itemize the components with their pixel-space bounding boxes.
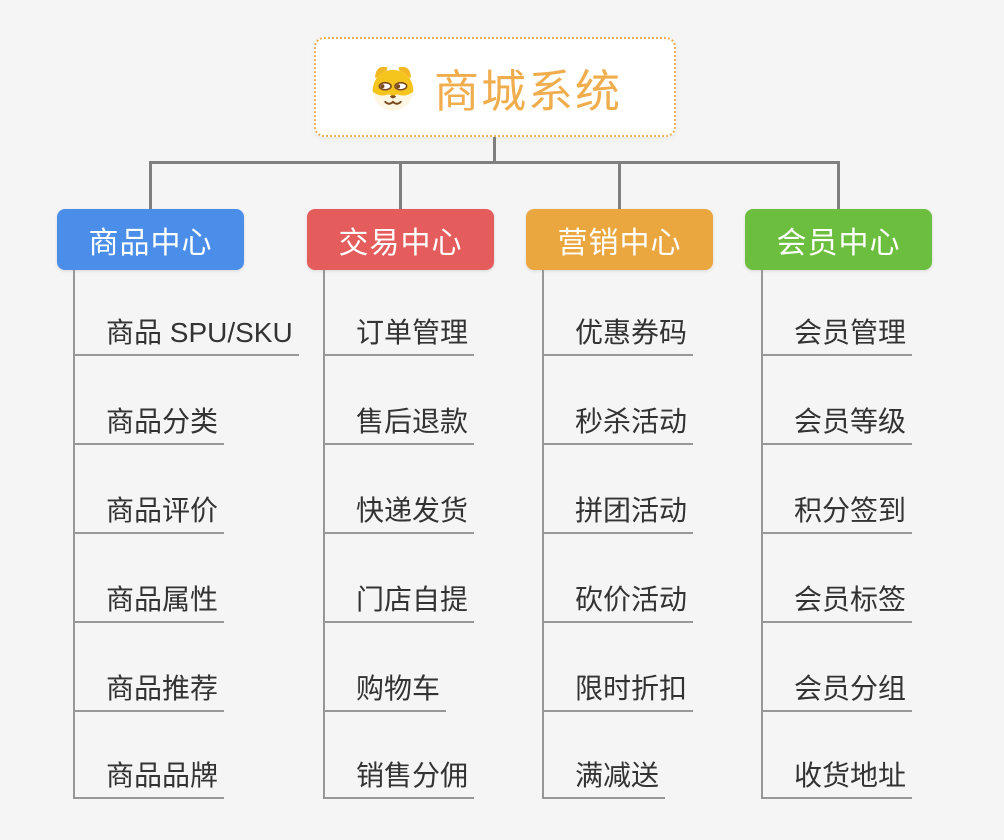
leaf-item[interactable]: 商品 SPU/SKU (73, 312, 299, 356)
leaf-item[interactable]: 商品属性 (73, 579, 225, 623)
connector-drop-trade (399, 161, 402, 209)
leaf-item[interactable]: 优惠券码 (542, 312, 694, 356)
leaf-item[interactable]: 售后退款 (323, 401, 475, 445)
branch-trade-center[interactable]: 交易中心 (307, 209, 494, 270)
leaf-item[interactable]: 商品评价 (73, 490, 225, 534)
leaf-item[interactable]: 快递发货 (323, 490, 475, 534)
leaf-item[interactable]: 拼团活动 (542, 490, 694, 534)
leaf-item[interactable]: 购物车 (323, 668, 447, 712)
leaf-item[interactable]: 砍价活动 (542, 579, 694, 623)
leaf-item[interactable]: 限时折扣 (542, 668, 694, 712)
connector-drop-product (149, 161, 152, 209)
connector-root-drop (493, 137, 496, 164)
leaf-item[interactable]: 商品推荐 (73, 668, 225, 712)
leaf-item[interactable]: 会员分组 (761, 668, 913, 712)
leaf-item[interactable]: 会员管理 (761, 312, 913, 356)
leaf-item[interactable]: 积分签到 (761, 490, 913, 534)
leaf-item[interactable]: 会员标签 (761, 579, 913, 623)
leaf-item[interactable]: 收货地址 (761, 755, 913, 799)
branch-product-center[interactable]: 商品中心 (57, 209, 244, 270)
leaf-item[interactable]: 秒杀活动 (542, 401, 694, 445)
leaf-item[interactable]: 商品分类 (73, 401, 225, 445)
leaf-item[interactable]: 门店自提 (323, 579, 475, 623)
leaf-item[interactable]: 订单管理 (323, 312, 475, 356)
leaf-item[interactable]: 满减送 (542, 755, 666, 799)
root-title: 商城系统 (433, 65, 622, 117)
branch-marketing-center[interactable]: 营销中心 (526, 209, 713, 270)
connector-drop-member (837, 161, 840, 209)
leaf-item[interactable]: 销售分佣 (323, 755, 475, 799)
root-node-mall-system[interactable]: 商城系统 (314, 37, 676, 137)
branch-member-center[interactable]: 会员中心 (745, 209, 932, 270)
shiba-dog-icon (372, 66, 414, 111)
spine-member-center (761, 270, 763, 799)
spine-marketing-center (542, 270, 544, 799)
connector-horizontal (149, 161, 840, 164)
connector-drop-marketing (618, 161, 621, 209)
leaf-item[interactable]: 会员等级 (761, 401, 913, 445)
spine-product-center (73, 270, 75, 799)
spine-trade-center (323, 270, 325, 799)
leaf-item[interactable]: 商品品牌 (73, 755, 225, 799)
